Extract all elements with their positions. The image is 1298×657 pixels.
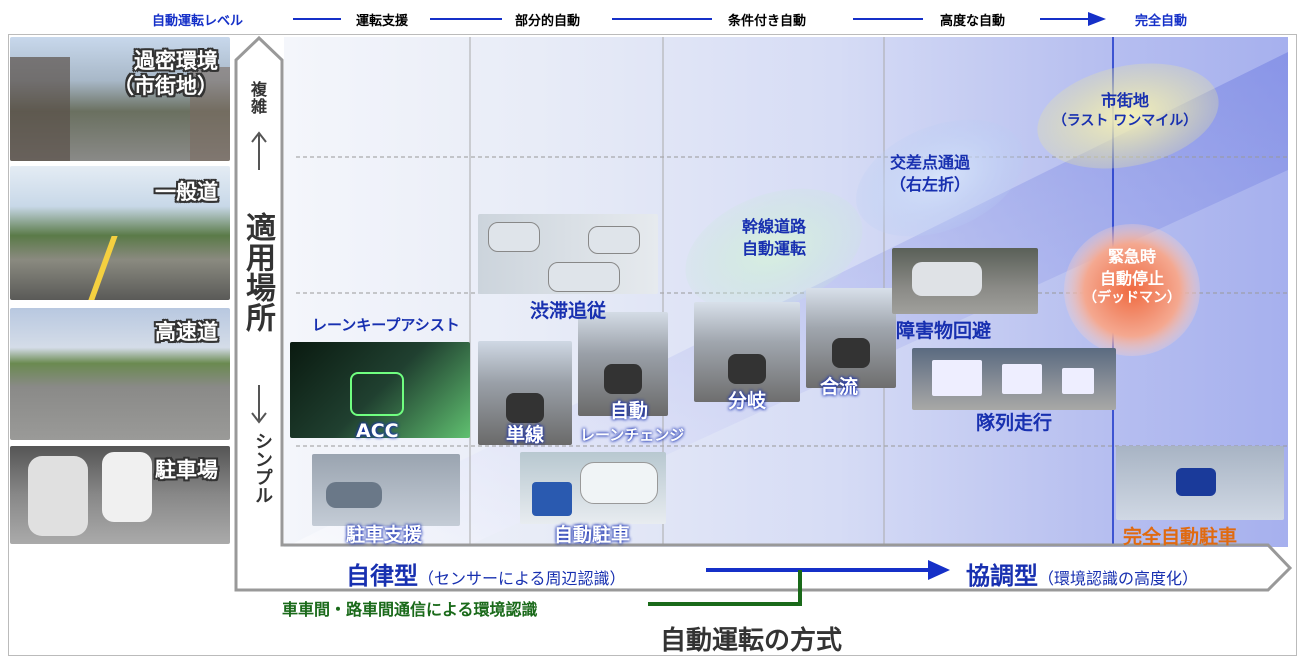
label-lane-keep: レーンキープアシスト: [312, 316, 460, 334]
label-traffic-jam: 渋滞追従: [530, 300, 607, 322]
label-acc: ACC: [356, 420, 399, 442]
axis-title: 適用場所: [240, 212, 275, 332]
img-parking-assist: [312, 454, 460, 526]
label-auto-lane-change-2: レーンチェンジ: [580, 426, 685, 444]
label-full-auto-parking: 完全自動駐車: [1123, 526, 1238, 548]
level-connector: [430, 18, 502, 20]
env-label-highway: 高速道: [155, 320, 218, 344]
label-obstacle: 障害物回避: [896, 320, 992, 342]
level-1: 運転支援: [356, 14, 409, 29]
label-branch: 分岐: [728, 390, 767, 412]
axis-simple: シンプル: [252, 432, 273, 504]
bubble-city: 市街地（ラスト ワンマイル）: [1052, 91, 1198, 129]
photo-parking: 駐車場: [10, 446, 230, 544]
label-auto-parking: 自動駐車: [554, 524, 631, 546]
photo-general-road: 一般道: [10, 166, 230, 300]
img-branch: [694, 302, 800, 402]
level-arrow-icon: [1088, 12, 1106, 26]
label-single-lane: 単線: [506, 424, 545, 446]
level-5: 完全自動: [1135, 14, 1188, 29]
env-label-urban: 過密環境 （市街地）: [113, 49, 218, 99]
bubble-trunk-road: 幹線道路自動運転: [741, 217, 806, 258]
img-single-lane: [478, 341, 572, 445]
axis-autonomous: 自律型（センサーによる周辺認識）: [346, 562, 626, 590]
level-connector: [1040, 18, 1090, 20]
img-traffic-jam: [478, 214, 658, 294]
img-obstacle: [892, 248, 1038, 314]
bubble-intersection: 交差点通過（右左折）: [889, 153, 970, 194]
level-3: 条件付き自動: [728, 14, 807, 29]
axis-v2x: 車車間・路車間通信による環境認識: [282, 600, 538, 619]
label-parking-assist: 駐車支援: [346, 524, 423, 546]
level-4: 高度な自動: [940, 14, 1006, 29]
label-platoon: 隊列走行: [976, 412, 1053, 434]
img-lane-keep-acc: [290, 342, 470, 438]
bubble-emergency: 緊急時自動停止（デッドマン）: [1083, 247, 1181, 307]
img-full-auto-parking: [1116, 446, 1284, 520]
axis-cooperative: 協調型（環境認識の高度化）: [966, 562, 1199, 590]
img-merge: [806, 288, 896, 388]
img-platoon: [912, 348, 1116, 410]
label-merge: 合流: [820, 376, 859, 398]
img-lane-change: [578, 312, 668, 416]
photo-urban: 過密環境 （市街地）: [10, 37, 230, 161]
outer-frame: [8, 34, 1297, 656]
env-label-parking: 駐車場: [155, 458, 218, 482]
level-2: 部分的自動: [515, 14, 581, 29]
diagram-title: 自動運転の方式: [660, 626, 843, 656]
level-connector: [293, 18, 341, 20]
level-connector: [612, 18, 712, 20]
axis-complex: 複雑: [250, 80, 267, 116]
img-auto-parking: [520, 452, 666, 524]
level-title: 自動運転レベル: [152, 14, 244, 29]
label-auto-lane-change-1: 自動: [610, 400, 649, 422]
photo-highway: 高速道: [10, 308, 230, 440]
env-label-general-road: 一般道: [155, 180, 218, 204]
level-connector: [853, 18, 923, 20]
